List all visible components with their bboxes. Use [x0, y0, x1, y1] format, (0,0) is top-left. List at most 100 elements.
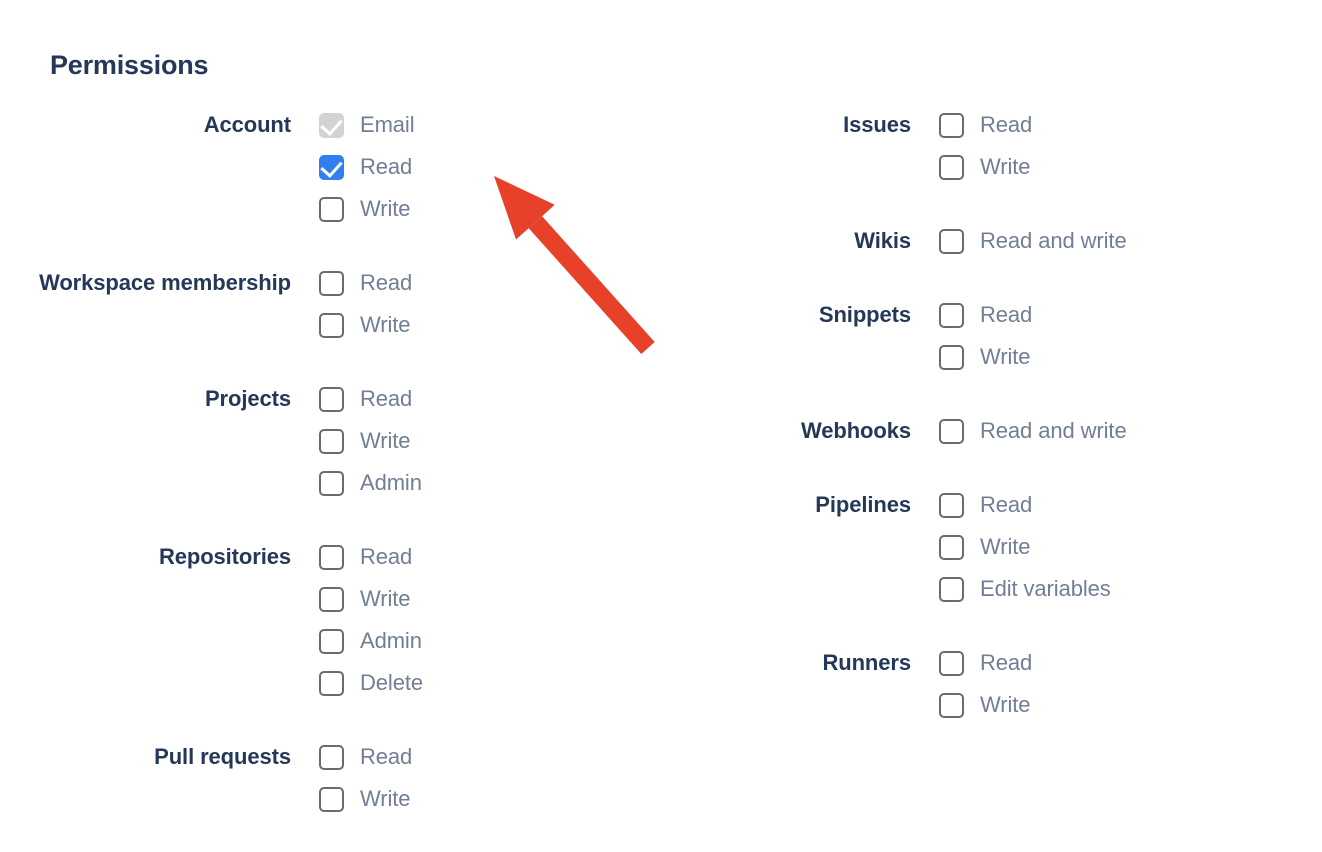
permission-option-row[interactable]: Write — [319, 304, 660, 346]
permission-option-row[interactable]: Read — [319, 736, 660, 778]
checkbox-read-and-write[interactable] — [939, 228, 964, 254]
checkbox-write[interactable] — [939, 344, 964, 370]
checkbox-read[interactable] — [319, 544, 344, 570]
checkbox-label: Read — [980, 302, 1033, 327]
page-title: Permissions — [50, 50, 209, 80]
permission-option-row[interactable]: Write — [939, 336, 1322, 378]
checkbox-read[interactable] — [319, 744, 344, 770]
permission-option-row[interactable]: Read — [939, 642, 1322, 684]
checkbox-write[interactable] — [319, 586, 344, 612]
permission-option-row[interactable]: Read — [319, 146, 660, 188]
permission-option-list: Read and write — [911, 410, 1322, 452]
checkbox-write[interactable] — [319, 428, 344, 454]
permission-group-label: Workspace membership — [39, 270, 291, 295]
permission-option-row[interactable]: Write — [319, 778, 660, 820]
checkbox-write[interactable] — [939, 154, 964, 180]
permission-group-label: Account — [203, 112, 291, 137]
permission-option-row[interactable]: Write — [939, 526, 1322, 568]
checkbox-delete[interactable] — [319, 670, 344, 696]
permission-option-row[interactable]: Admin — [319, 462, 660, 504]
checkbox-label: Write — [980, 692, 1031, 717]
permission-option-row[interactable]: Read — [939, 484, 1322, 526]
permission-option-row[interactable]: Edit variables — [939, 568, 1322, 610]
permission-group-label: Projects — [204, 386, 291, 411]
permission-option-row[interactable]: Write — [319, 188, 660, 230]
checkbox-label: Write — [360, 586, 411, 611]
checkbox-edit-variables[interactable] — [939, 576, 964, 602]
checkbox-write[interactable] — [939, 692, 964, 718]
checkbox-admin[interactable] — [319, 470, 344, 496]
checkbox-label: Write — [360, 786, 411, 811]
permission-group-label: Snippets — [818, 302, 911, 327]
permission-option-row[interactable]: Email — [319, 104, 660, 146]
checkbox-label: Admin — [360, 628, 422, 653]
checkbox-read-and-write[interactable] — [939, 418, 964, 444]
checkbox-read[interactable] — [939, 650, 964, 676]
permission-option-row[interactable]: Write — [939, 684, 1322, 726]
permission-group-label: Webhooks — [800, 418, 911, 443]
checkbox-label: Write — [980, 534, 1031, 559]
checkbox-label: Read and write — [980, 228, 1127, 253]
checkbox-label: Read — [360, 270, 413, 295]
checkbox-label: Read — [980, 492, 1033, 517]
permission-option-row[interactable]: Read — [319, 378, 660, 420]
checkbox-label: Email — [360, 112, 415, 137]
permission-option-row[interactable]: Read — [319, 536, 660, 578]
checkbox-label: Read — [980, 650, 1033, 675]
checkbox-label: Write — [360, 428, 411, 453]
permission-group-label: Runners — [822, 650, 911, 675]
checkbox-label: Admin — [360, 470, 422, 495]
checkbox-read[interactable] — [939, 492, 964, 518]
permission-group-label: Pull requests — [154, 744, 291, 769]
checkbox-admin[interactable] — [319, 628, 344, 654]
checkbox-label: Read — [360, 544, 413, 569]
permission-option-row[interactable]: Read and write — [939, 220, 1322, 262]
permission-option-row[interactable]: Read — [939, 104, 1322, 146]
permission-group-label: Issues — [843, 112, 911, 137]
checkbox-label: Write — [980, 154, 1031, 179]
permission-group: Webhooks Read and write — [660, 410, 1322, 452]
checkbox-write[interactable] — [319, 196, 344, 222]
checkbox-label: Read — [360, 154, 413, 179]
checkbox-read[interactable] — [939, 112, 964, 138]
checkbox-read[interactable] — [319, 154, 344, 180]
permission-group-label: Wikis — [854, 228, 911, 253]
permission-option-list: Read and write — [911, 220, 1322, 262]
permission-option-row[interactable]: Read — [319, 262, 660, 304]
permission-group-label: Pipelines — [815, 492, 911, 517]
checkbox-write[interactable] — [319, 312, 344, 338]
checkbox-label: Read and write — [980, 418, 1127, 443]
permission-option-row[interactable]: Write — [319, 578, 660, 620]
checkbox-write[interactable] — [319, 786, 344, 812]
checkbox-label: Delete — [360, 670, 423, 695]
checkmark-icon — [320, 154, 343, 178]
permission-option-row[interactable]: Admin — [319, 620, 660, 662]
permission-option-row[interactable]: Write — [319, 420, 660, 462]
checkbox-read[interactable] — [319, 386, 344, 412]
permission-option-row[interactable]: Write — [939, 146, 1322, 188]
checkbox-write[interactable] — [939, 534, 964, 560]
permission-option-row[interactable]: Read and write — [939, 410, 1322, 452]
permission-option-row[interactable]: Delete — [319, 662, 660, 704]
permission-option-row[interactable]: Read — [939, 294, 1322, 336]
checkbox-read[interactable] — [939, 302, 964, 328]
checkbox-read[interactable] — [319, 270, 344, 296]
checkbox-label: Read — [360, 744, 413, 769]
checkbox-email — [319, 112, 344, 138]
